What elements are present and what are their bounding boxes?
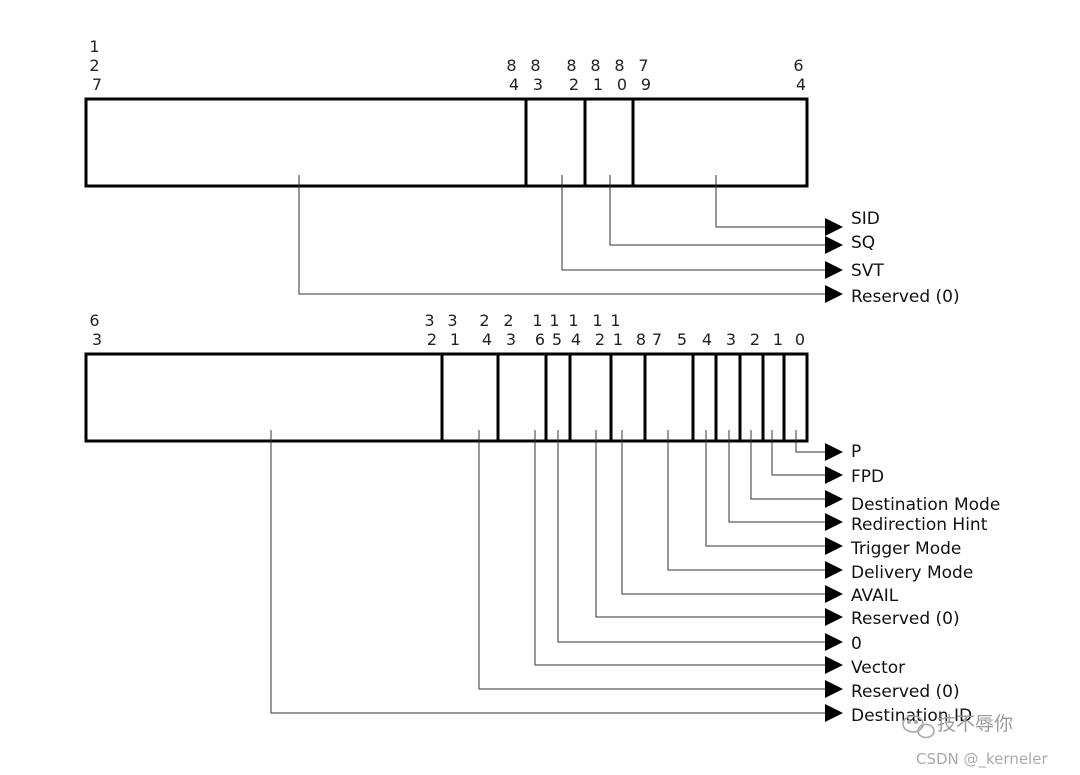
field-label-p: P [851,442,861,462]
bit-label-32: 3 2 [424,311,439,349]
bit-label-79: 7 9 [638,56,653,94]
field-label-svt: SVT [851,261,884,281]
wechat-icon [902,715,935,739]
field-label-sid: SID [851,209,880,229]
field-label-vector: Vector [851,658,905,678]
field-label-delivery-mode: Delivery Mode [851,563,973,583]
bit-label-1: 1 [773,330,783,349]
bit-label-7: 7 [652,330,662,349]
field-label-reserved-high: Reserved (0) [851,287,960,307]
register-high-field-labels: SID SQ SVT Reserved (0) [851,209,960,307]
bit-label-81: 8 1 [590,56,605,94]
bit-label-127: 1 2 7 [89,37,104,94]
field-label-trigger-mode: Trigger Mode [850,539,961,559]
bit-label-0: 0 [795,330,805,349]
bit-label-15: 1 5 [549,311,564,349]
field-label-destination-mode: Destination Mode [851,495,1000,515]
register-low-box [84,352,809,443]
register-high: 1 2 7 8 4 8 3 8 2 8 1 8 0 [84,37,960,307]
watermark-name: 技不辱你 [937,713,1013,735]
bit-label-82: 8 2 [566,56,581,94]
bit-label-64: 6 4 [793,56,808,94]
field-label-zero: 0 [851,634,862,654]
register-low-arrowheads [825,443,843,722]
bit-label-31: 3 1 [447,311,462,349]
watermark-source: CSDN @_kerneler [916,750,1048,769]
register-high-box [84,97,809,188]
bit-label-83: 8 3 [530,56,545,94]
bit-label-14: 1 4 [568,311,583,349]
bit-label-5: 5 [677,330,687,349]
field-label-sq: SQ [851,233,875,253]
field-label-fpd: FPD [851,467,884,487]
bit-label-8: 8 [636,330,646,349]
watermark: 技不辱你 CSDN @_kerneler [902,713,1048,769]
register-high-arrowheads [825,218,843,303]
register-low-leaders [270,430,826,714]
bit-label-2: 2 [750,330,760,349]
bit-label-84: 8 4 [506,56,521,94]
bit-label-63: 6 3 [89,311,104,349]
bit-label-3: 3 [726,330,736,349]
bit-label-24: 2 4 [479,311,494,349]
bit-label-23: 2 3 [503,311,518,349]
register-high-bit-labels: 1 2 7 8 4 8 3 8 2 8 1 8 0 [89,37,808,94]
register-high-leaders [298,175,826,295]
register-high-dividers [524,99,635,186]
bit-label-11: 1 1 [610,311,625,349]
register-low-bit-labels: 6 3 3 2 3 1 2 4 2 3 1 6 [89,311,805,349]
field-label-avail: AVAIL [851,586,899,606]
bit-label-12: 1 2 [592,311,607,349]
field-label-reserved-low-2: Reserved (0) [851,682,960,702]
bit-label-16: 1 6 [532,311,547,349]
register-low-dividers [440,354,786,441]
field-label-redirection-hint: Redirection Hint [851,515,988,535]
register-low-field-labels: P FPD Destination Mode Redirection Hint … [850,442,1000,726]
register-low: 6 3 3 2 3 1 2 4 2 3 1 6 [84,311,1000,726]
field-label-reserved-low-1: Reserved (0) [851,609,960,629]
bit-label-4: 4 [702,330,712,349]
bit-label-80: 8 0 [614,56,629,94]
